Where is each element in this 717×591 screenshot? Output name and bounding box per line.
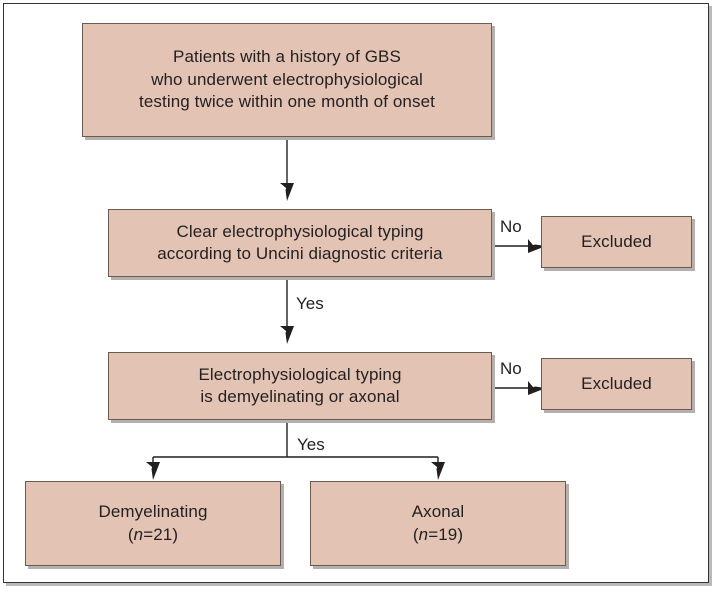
count-value: =21) [143,524,179,544]
node-population-line-3: testing twice within one month of onset [139,92,435,112]
node-excluded-2-label: Excluded [581,373,652,393]
count-value: =19) [428,524,464,544]
node-decision1-line-2: according to Uncini diagnostic criteria [157,244,443,263]
node-population-line-2: who underwent electrophysiological [151,69,423,89]
node-excluded-2[interactable]: Excluded [541,358,692,410]
connector-decision2-split [152,420,439,470]
arrowhead-excluded1 [528,239,546,253]
count-open-paren: ( [127,524,134,544]
edge-label-no-2: No [500,359,522,378]
node-demyelinating-count: (n=21) [128,524,178,546]
node-decision2-line-1: Electrophysiological typing [198,364,402,384]
node-demyelinating[interactable]: Demyelinating (n=21) [25,481,281,566]
node-demyelinating-label: Demyelinating [98,502,208,522]
edge-label-yes-1: Yes [296,294,324,313]
arrowhead-excluded2 [528,381,546,395]
node-excluded-1-label: Excluded [581,231,652,251]
edge-label-no-1: No [500,217,522,236]
count-n-symbol: n [133,524,144,544]
edge-label-yes-2: Yes [297,435,325,454]
count-n-symbol: n [418,524,429,544]
node-decision2-line-2: is demyelinating or axonal [200,387,400,406]
node-decision1-line-1: Clear electrophysiological typing [176,221,424,241]
arrowhead-decision2 [280,326,294,344]
count-open-paren: ( [412,524,419,544]
node-population-line-1: Patients with a history of GBS [173,47,401,67]
node-axonal-label: Axonal [411,502,465,522]
arrowhead-decision1 [280,183,294,201]
node-decision-clear-typing[interactable]: Clear electrophysiological typing accord… [108,209,492,277]
arrowhead-demyelinating [146,462,160,480]
node-excluded-1[interactable]: Excluded [541,216,692,268]
arrowhead-axonal [431,462,445,480]
node-axonal-count: (n=19) [413,524,463,546]
node-axonal[interactable]: Axonal (n=19) [310,481,566,566]
node-decision-typing-category[interactable]: Electrophysiological typing is demyelina… [108,352,492,420]
node-population[interactable]: Patients with a history of GBS who under… [82,23,492,137]
